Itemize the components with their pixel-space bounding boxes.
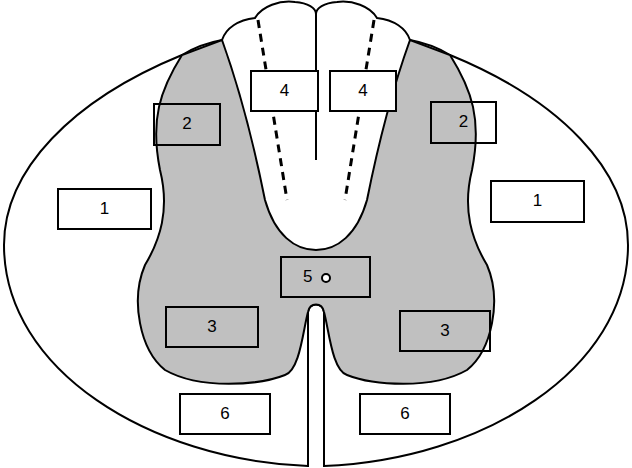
label-box: 3 [165,306,259,348]
central-canal [322,274,330,282]
label-box: 2 [430,101,497,144]
callout-number: 6 [220,405,229,424]
callout-number: 3 [440,322,449,341]
callout-number: 4 [358,82,367,101]
callout-number: 1 [100,200,109,219]
label-box: 4 [250,70,319,112]
white-matter-outline [4,2,628,466]
label-box: 1 [490,180,585,223]
label-box: 3 [399,310,491,352]
callout-number: 4 [280,82,289,101]
label-box: 4 [329,70,397,112]
callout-number: 2 [459,113,468,132]
label-box: 6 [179,393,271,435]
callout-number: 5 [303,268,312,287]
callout-number: 3 [207,318,216,337]
callout-number: 1 [533,192,542,211]
label-box: 2 [153,103,221,146]
callout-number: 2 [182,115,191,134]
label-box: 1 [57,188,152,230]
label-box: 5 [280,256,371,298]
callout-number: 6 [400,405,409,424]
grey-matter [138,40,494,384]
label-box: 6 [359,393,451,435]
